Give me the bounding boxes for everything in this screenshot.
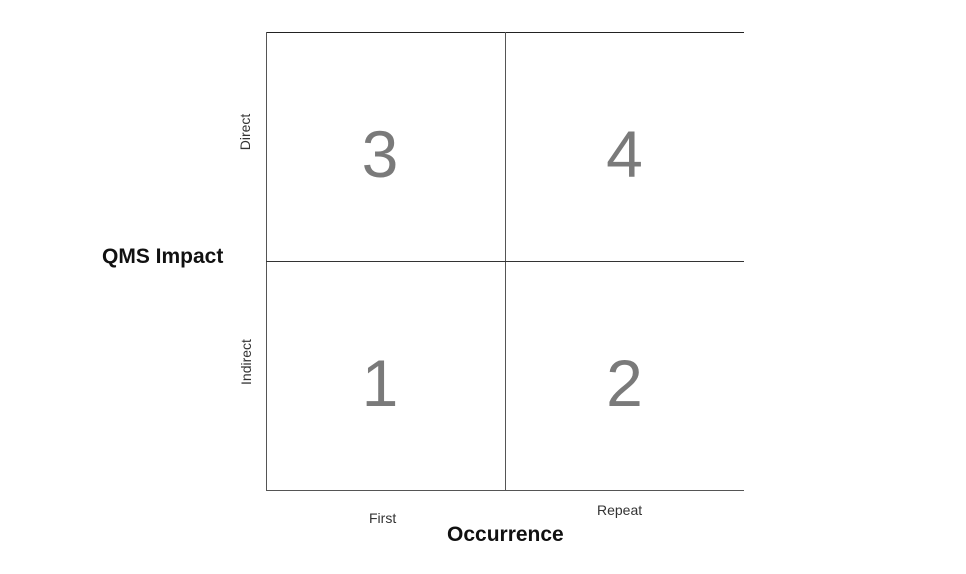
x-label-repeat: Repeat [597, 502, 643, 518]
y-axis-title: QMS Impact [102, 245, 224, 268]
x-label-first: First [369, 510, 397, 526]
quadrant-bottom-left: 1 [266, 261, 494, 505]
quadrant-number: 2 [606, 346, 643, 420]
quadrant-top-right: 4 [505, 32, 744, 276]
quadrant-bottom-right: 2 [505, 261, 744, 505]
quadrant-number: 3 [361, 117, 399, 191]
quadrant-number: 1 [361, 346, 399, 420]
y-label-indirect: Indirect [238, 339, 254, 385]
grid-horizontal-divider [266, 261, 744, 262]
quadrant-grid: 3 4 1 2 [266, 32, 744, 491]
x-axis-title: Occurrence [447, 523, 564, 546]
quadrant-number: 4 [606, 117, 643, 191]
y-label-direct: Direct [237, 113, 253, 151]
quadrant-top-left: 3 [266, 32, 494, 276]
